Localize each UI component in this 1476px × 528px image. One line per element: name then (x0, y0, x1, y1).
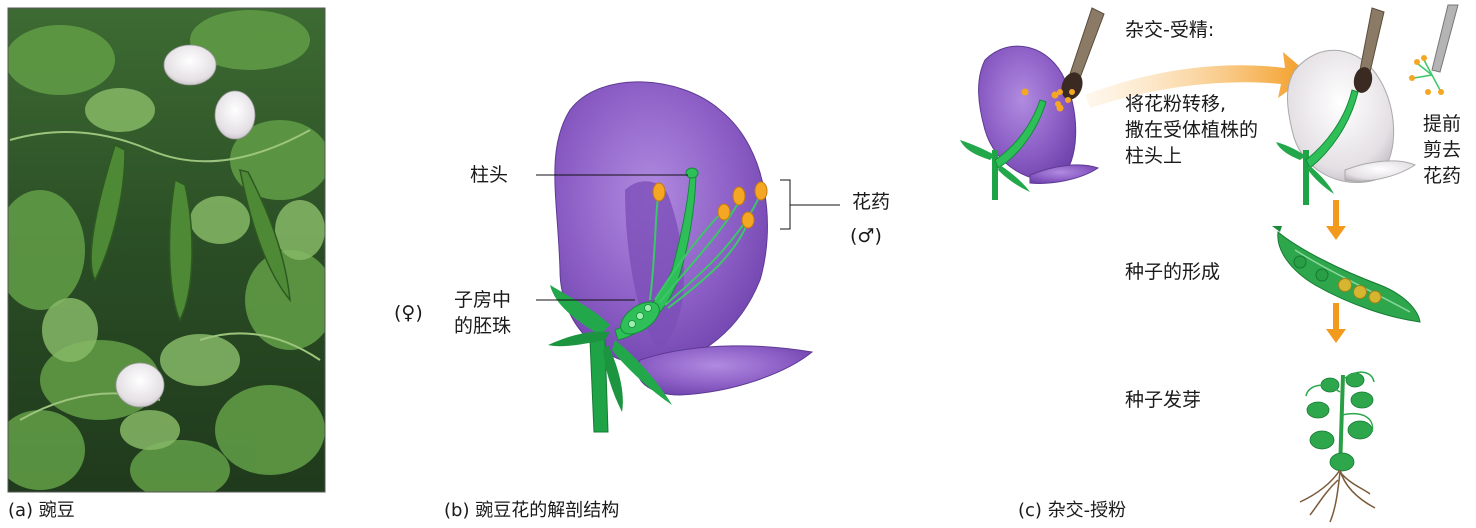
stigma-label: 柱头 (470, 164, 509, 186)
photo-frame (7, 7, 326, 493)
paintbrush-icon-2 (1353, 7, 1385, 93)
emasculate-line1: 提前 (1423, 113, 1462, 135)
anther-male-symbol: (♂) (850, 225, 882, 247)
transfer-pollen-line1: 将花粉转移, (1125, 93, 1227, 115)
seed-formation-label: 种子的形成 (1125, 261, 1221, 283)
female-symbol: (♀) (394, 302, 423, 324)
cross-fertilization-label: 杂交-受精: (1125, 19, 1215, 41)
down-arrow-1 (1326, 200, 1346, 240)
pea-pod-illustration (1272, 226, 1421, 323)
germination-label: 种子发芽 (1125, 389, 1202, 411)
caption-a: (a) 豌豆 (8, 500, 75, 521)
paintbrush-icon (1055, 7, 1105, 107)
anther-label: 花药 (852, 191, 891, 213)
transfer-pollen-line3: 柱头上 (1125, 145, 1183, 167)
down-arrow-2 (1326, 303, 1346, 343)
emasculate-line2: 剪去 (1423, 139, 1462, 161)
forceps-icon (1409, 4, 1459, 95)
caption-b: (b) 豌豆花的解剖结构 (444, 500, 620, 521)
flower-anatomy-illustration (548, 81, 814, 433)
pea-plant-photo (8, 8, 325, 492)
emasculate-line3: 花药 (1423, 165, 1462, 187)
recipient-flower-illustration (1276, 49, 1417, 205)
transfer-arrow (1085, 52, 1310, 108)
ovule-label-line2: 的胚珠 (454, 315, 512, 337)
caption-c: (c) 杂交-授粉 (1018, 500, 1127, 521)
anther-bracket (780, 179, 840, 230)
donor-flower-illustration (960, 45, 1100, 200)
seedling-illustration (1299, 371, 1376, 523)
ovule-label-line1: 子房中 (454, 289, 512, 311)
transfer-pollen-line2: 撒在受体植株的 (1125, 119, 1259, 141)
